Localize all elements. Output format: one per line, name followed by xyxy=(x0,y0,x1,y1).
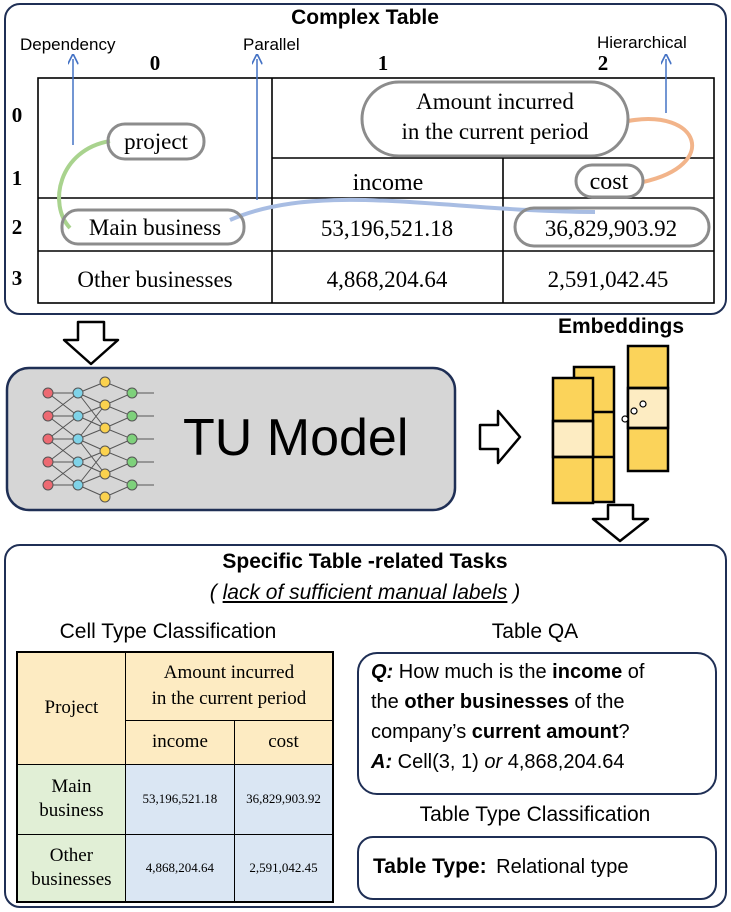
ct-amount-l2: in the current period xyxy=(151,688,307,710)
ct-other-income: 4,868,204.64 xyxy=(145,859,215,875)
main-cost-oval xyxy=(513,206,711,248)
down-arrow-to-tasks xyxy=(591,503,650,543)
project-oval xyxy=(106,122,206,161)
ct-other-cost-cell: 2,591,042.45 xyxy=(234,833,334,903)
ct-cost: cost xyxy=(268,731,299,752)
cost-oval xyxy=(574,163,645,199)
complex-table-diagram: 0 1 2 0 1 2 3 project Amount incurred in… xyxy=(12,51,715,304)
table-type-title: Table Type Classification xyxy=(419,803,651,826)
down-arrow-to-model xyxy=(62,320,120,366)
row-index-0: 0 xyxy=(12,103,23,127)
cell-project: project xyxy=(124,129,188,154)
cell-amount-line2: in the current period xyxy=(401,119,589,144)
ct-main-l1: Main xyxy=(51,776,92,797)
cell-main-income: 53,196,521.18 xyxy=(321,216,453,241)
complex-table-title: Complex Table xyxy=(291,6,439,29)
ct-project-cell: Project xyxy=(16,651,126,765)
ct-main-income: 53,196,521.18 xyxy=(142,791,218,806)
cell-amount-line1: Amount incurred xyxy=(416,89,574,114)
cell-main-cost: 36,829,903.92 xyxy=(545,216,677,241)
embedding-vectors-icon xyxy=(551,344,670,505)
cell-other-businesses: Other businesses xyxy=(77,267,232,292)
right-arrow-to-embeddings xyxy=(478,409,522,465)
neural-net-icon xyxy=(42,376,154,503)
row-index-1: 1 xyxy=(12,166,23,190)
main-business-oval xyxy=(60,208,246,246)
qa-q-bold-2: other businesses xyxy=(404,691,569,713)
tu-model-label: TU Model xyxy=(183,409,409,467)
cell-other-cost: 2,591,042.45 xyxy=(548,267,669,292)
tasks-title: Specific Table -related Tasks xyxy=(222,550,508,573)
qa-q-text-4: of the xyxy=(568,691,625,713)
ct-main-cell: Main business xyxy=(16,763,126,835)
cell-other-income: 4,868,204.64 xyxy=(327,267,448,292)
subtitle-text: lack of sufficient manual labels xyxy=(222,581,508,604)
ct-other-l1: Other xyxy=(49,844,94,866)
subtitle-open-paren: ( xyxy=(209,581,217,604)
qa-a-text-2: 4,868,204.64 xyxy=(502,751,625,773)
ct-amount-cell: Amount incurred in the current period xyxy=(124,651,334,721)
qa-line-3: company’s current amount? xyxy=(371,717,715,747)
qa-q-text-3: the xyxy=(371,691,405,713)
parallel-curve xyxy=(229,197,596,222)
table-qa-box: Q: How much is the income of the other b… xyxy=(357,652,717,795)
embeddings-title: Embeddings xyxy=(558,315,685,338)
amount-oval xyxy=(360,80,630,158)
ct-project: Project xyxy=(44,697,99,719)
qa-a-label: A: xyxy=(371,751,393,773)
cell-main-business: Main business xyxy=(89,215,221,240)
ct-amount-l1: Amount incurred xyxy=(163,662,295,684)
qa-q-text-6: ? xyxy=(618,721,630,743)
qa-q-text-5: company’s xyxy=(371,721,472,743)
cell-cost: cost xyxy=(590,169,629,195)
ct-income: income xyxy=(151,731,208,752)
qa-line-2: the other businesses of the xyxy=(371,687,715,717)
row-index-3: 3 xyxy=(12,266,23,290)
row-index-2: 2 xyxy=(12,215,23,239)
col-index-0: 0 xyxy=(150,51,161,75)
subtitle-close-paren: ) xyxy=(513,581,521,604)
tasks-subtitle: ( lack of sufficient manual labels ) xyxy=(100,581,630,605)
qa-q-bold-3: current amount xyxy=(471,721,619,743)
cell-income: income xyxy=(353,170,424,196)
parallel-label: Parallel xyxy=(243,35,300,54)
table-qa-title: Table QA xyxy=(491,620,579,643)
ct-other-cost: 2,591,042.45 xyxy=(249,859,318,875)
cell-type-table: Project Amount incurred in the current p… xyxy=(16,651,334,903)
ct-main-cost-cell: 36,829,903.92 xyxy=(234,763,334,835)
ct-main-income-cell: 53,196,521.18 xyxy=(124,763,236,835)
qa-q-bold-1: income xyxy=(552,661,623,683)
ct-main-l2: business xyxy=(39,800,104,821)
hierarchical-label: Hierarchical xyxy=(597,33,687,52)
hierarchical-curve xyxy=(627,117,694,184)
qa-line-4: A: Cell(3, 1) or 4,868,204.64 xyxy=(371,747,715,777)
ct-main-cost: 36,829,903.92 xyxy=(246,791,321,806)
ct-income-cell: income xyxy=(124,719,236,765)
col-index-2: 2 xyxy=(598,51,609,75)
table-type-label: Table Type: xyxy=(373,855,487,878)
qa-a-text-1: Cell(3, 1) xyxy=(392,751,485,773)
complex-table-panel xyxy=(4,3,727,315)
qa-line-1: Q: How much is the income of xyxy=(371,657,715,687)
cell-type-title: Cell Type Classification xyxy=(59,620,277,643)
table-type-box: Table Type: Relational type xyxy=(357,836,717,900)
tasks-panel xyxy=(4,544,727,908)
middle-diagram xyxy=(5,320,670,543)
ct-other-l2: businesses xyxy=(31,868,112,890)
qa-a-or: or xyxy=(484,751,503,773)
ct-other-cell: Other businesses xyxy=(16,833,126,903)
qa-q-label: Q: xyxy=(371,661,394,683)
qa-q-text-2: of xyxy=(622,661,645,683)
qa-q-text-1: How much is the xyxy=(393,661,553,683)
dependency-label: Dependency xyxy=(20,35,116,54)
ct-other-income-cell: 4,868,204.64 xyxy=(124,833,236,903)
col-index-1: 1 xyxy=(378,51,389,75)
table-type-value: Relational type xyxy=(496,856,629,878)
ct-cost-cell: cost xyxy=(234,719,334,765)
tu-model-box xyxy=(5,366,457,512)
